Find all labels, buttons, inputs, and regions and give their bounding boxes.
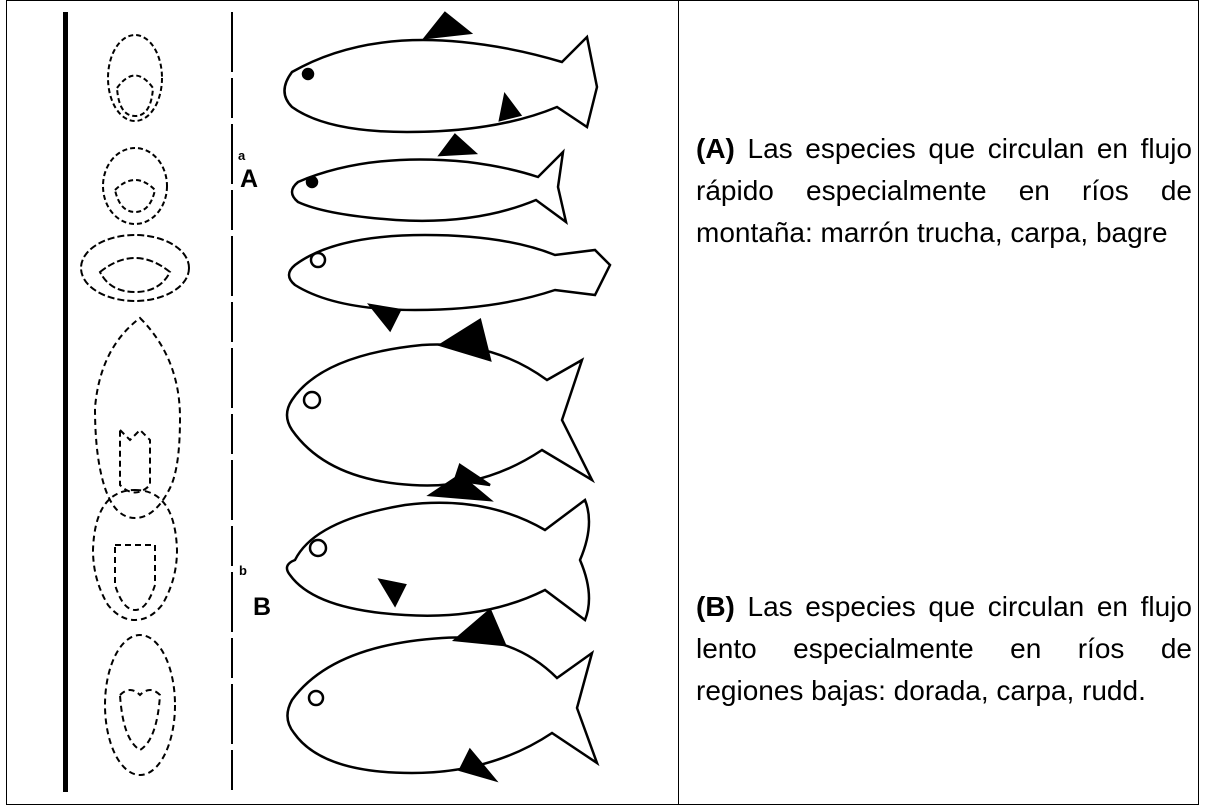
fish-body-shape-illustration (63, 11, 612, 792)
caption-a-tag: (A) (696, 133, 735, 164)
label-b-marker: b (239, 563, 247, 578)
fish-bream-a (285, 318, 596, 487)
caption-b: (B) Las especies que circulan en flujo l… (696, 586, 1192, 712)
flow-axis-bar (63, 12, 68, 792)
cross-section-5 (91, 488, 179, 622)
cross-section-2 (102, 147, 168, 225)
label-a-marker: a (238, 148, 246, 163)
cross-section-6 (104, 634, 176, 776)
fish-crucian (285, 473, 591, 622)
cell-divider (678, 0, 679, 805)
caption-b-text: Las especies que circulan en flujo lento… (696, 591, 1192, 706)
fish-minnow (290, 133, 568, 225)
fish-trout (283, 11, 599, 134)
caption-b-tag: (B) (696, 591, 735, 622)
caption-a: (A) Las especies que circulan en flujo r… (696, 128, 1192, 254)
fish-bullhead (287, 233, 612, 333)
label-a: A (240, 165, 259, 193)
label-b: B (253, 593, 272, 621)
cross-section-4 (93, 316, 182, 520)
caption-a-text: Las especies que circulan en flujo rápid… (696, 133, 1192, 248)
fish-rudd (286, 607, 600, 783)
cross-section-3 (80, 234, 190, 302)
cross-section-1 (107, 34, 163, 122)
